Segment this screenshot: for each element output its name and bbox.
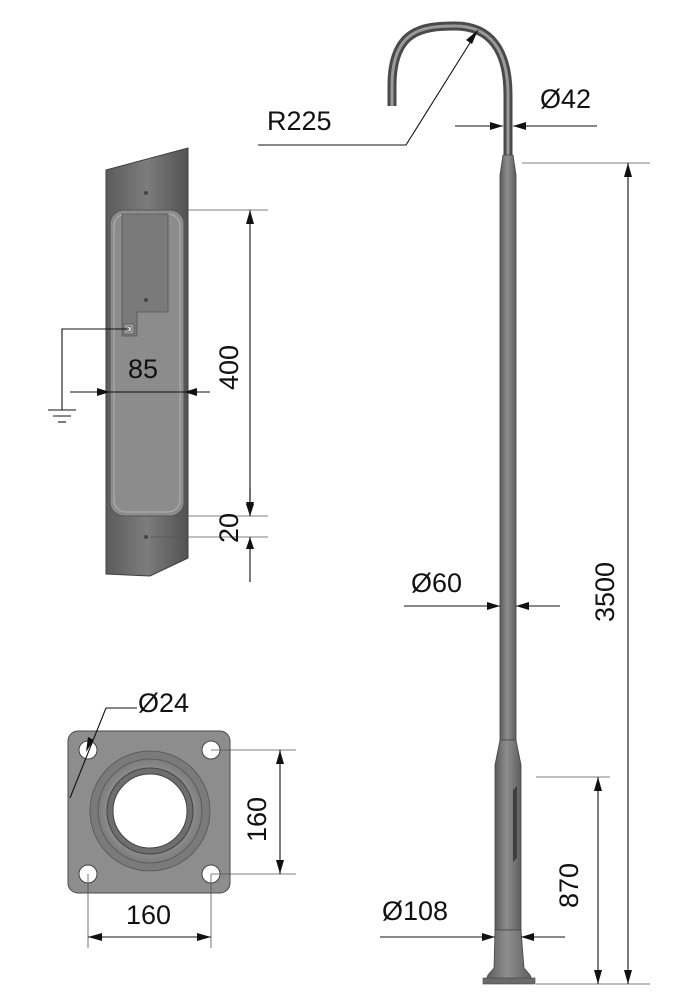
dim-hole-diameter: Ø24: [69, 688, 189, 799]
dim-hole-diameter-label: Ø24: [138, 688, 189, 718]
dim-bottom-height-label: 870: [554, 863, 584, 908]
pole-lower-section: [494, 739, 522, 931]
pole-upper-section: [499, 154, 517, 741]
dim-top-diameter-label: Ø42: [540, 84, 591, 114]
dim-bottom-diameter-label: Ø108: [382, 896, 448, 926]
dim-base-height: 160: [211, 749, 296, 875]
dim-mid-diameter-label: Ø60: [411, 568, 462, 598]
dim-door-width: 85: [70, 354, 210, 396]
dim-mid-diameter: Ø60: [404, 568, 560, 610]
ground-symbol-icon: [48, 328, 129, 423]
dim-door-offset-label: 20: [214, 513, 244, 543]
dim-height-total-label: 3500: [590, 562, 620, 622]
pole-drawing: [387, 21, 536, 985]
pole-hook: [387, 21, 513, 158]
base-center-hole: [112, 773, 188, 849]
dim-bottom-height: 870: [536, 776, 610, 984]
pole-door-recess: [513, 786, 517, 862]
door-detail-drawing: [105, 147, 189, 577]
dim-bottom-diameter: Ø108: [380, 896, 565, 941]
dim-base-width: 160: [87, 874, 212, 948]
dim-top-diameter: Ø42: [455, 84, 597, 130]
dim-base-height-label: 160: [242, 797, 272, 842]
base-plate-drawing: [67, 730, 231, 894]
dim-door-width-label: 85: [128, 354, 158, 384]
dim-door-height-label: 400: [214, 345, 244, 390]
dim-bend-radius-label: R225: [267, 106, 332, 136]
mounting-plate: [121, 213, 169, 337]
dim-door-offset: 20: [150, 488, 268, 582]
dim-height-total: 3500: [522, 162, 650, 985]
dim-base-width-label: 160: [126, 900, 171, 930]
dim-door-height: 400: [170, 209, 268, 517]
dim-bend-radius: R225: [258, 29, 479, 146]
